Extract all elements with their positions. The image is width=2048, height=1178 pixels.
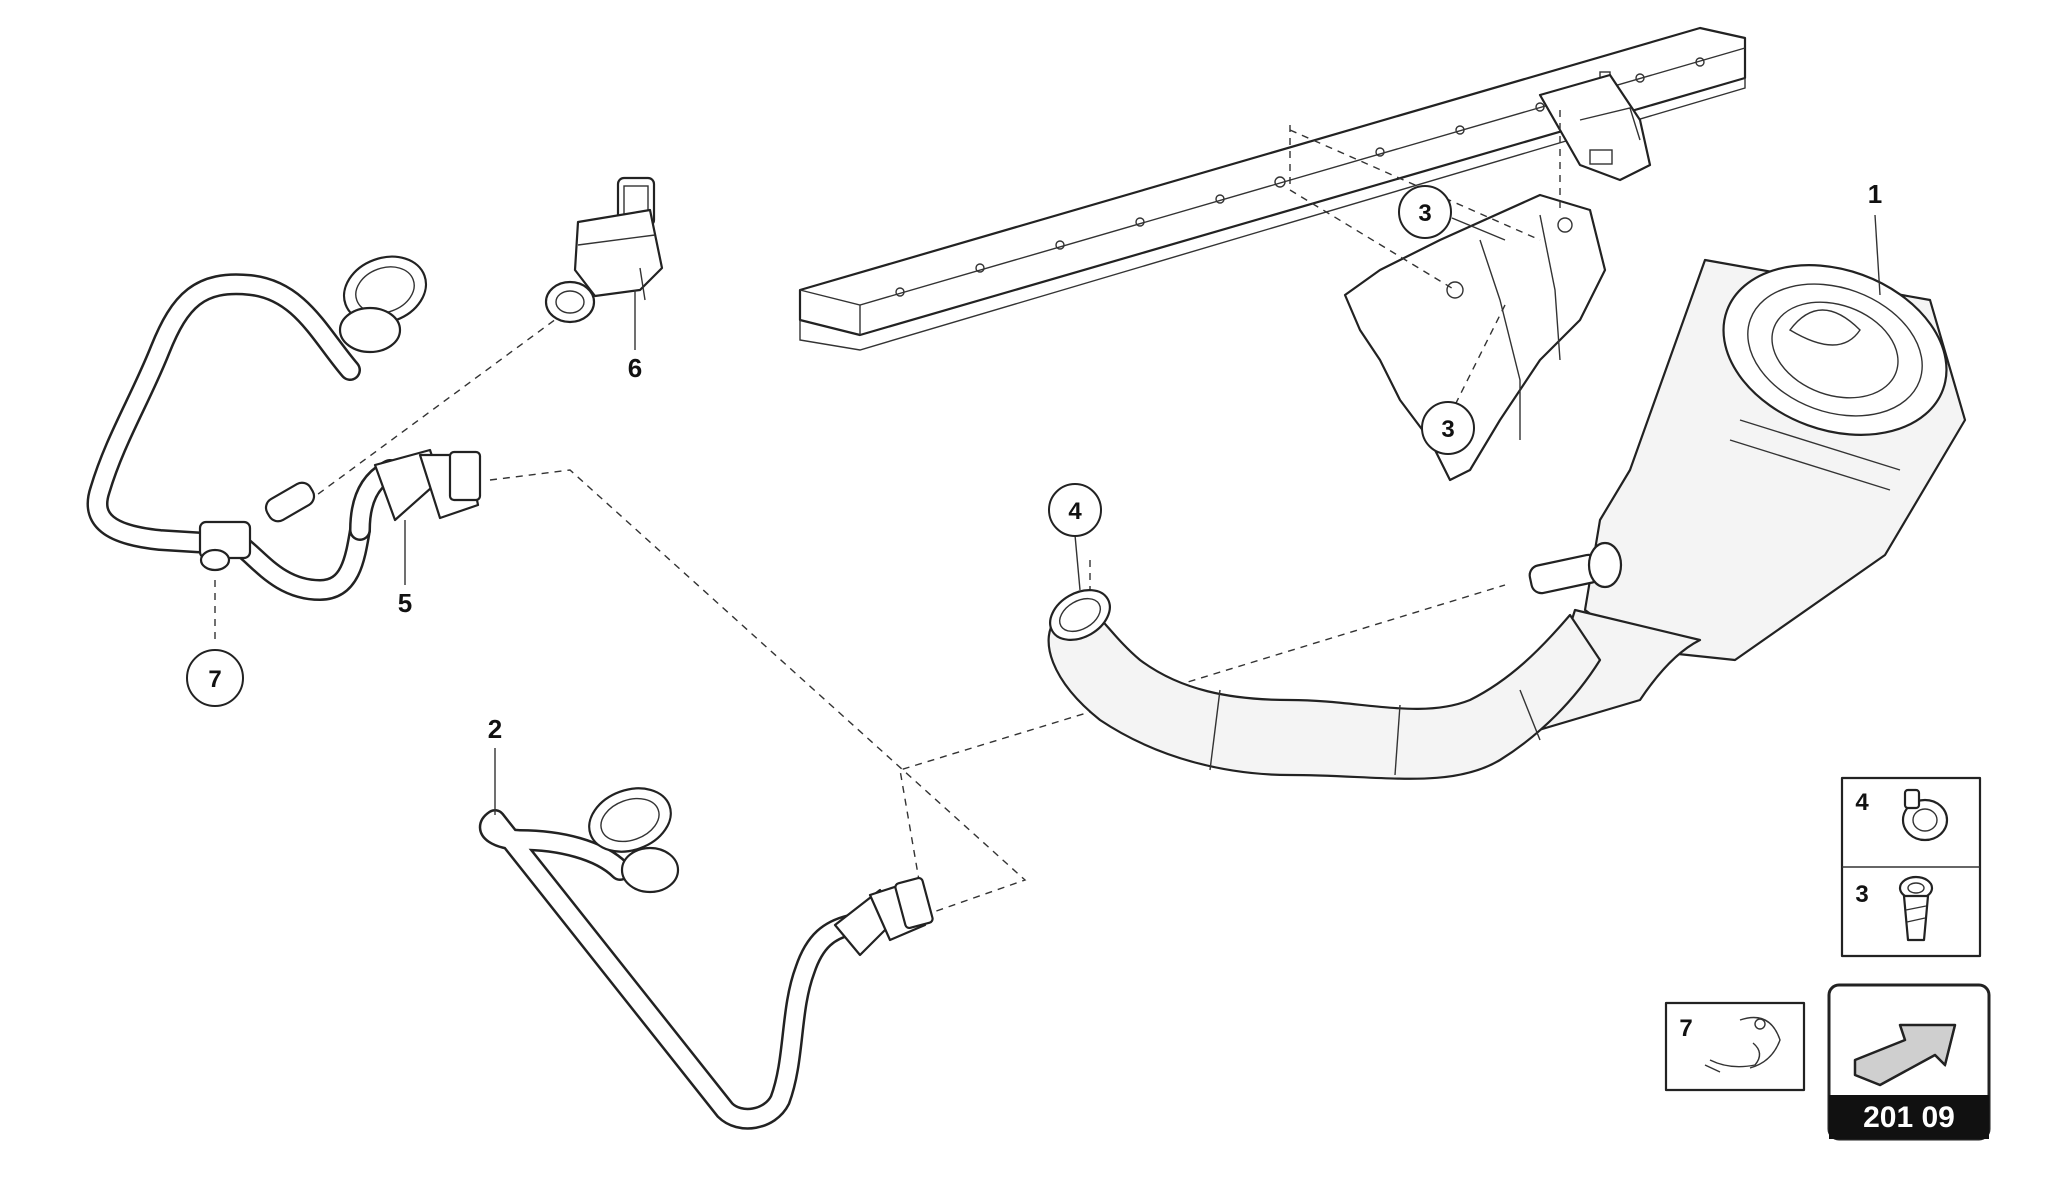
svg-text:6: 6	[628, 353, 642, 383]
svg-text:7: 7	[1679, 1015, 1692, 1042]
svg-text:5: 5	[398, 588, 412, 618]
svg-text:3: 3	[1418, 200, 1431, 227]
purge-valve	[544, 176, 664, 324]
chassis-crossmember	[798, 26, 1747, 351]
svg-text:3: 3	[1855, 881, 1868, 908]
callout-1: 1	[1868, 179, 1882, 296]
svg-text:1: 1	[1868, 179, 1882, 209]
legend-hardware: 4 3	[1840, 776, 1982, 958]
screw-icon	[1898, 875, 1934, 942]
svg-text:4: 4	[1068, 498, 1082, 525]
callout-5: 5	[398, 520, 412, 618]
callout-6: 6	[628, 290, 642, 383]
hose-clamp-icon	[1901, 788, 1949, 842]
filler-bracket	[1343, 193, 1607, 482]
next-page-badge[interactable]: 201 09	[1827, 983, 1991, 1141]
svg-text:7: 7	[208, 666, 221, 693]
callout-2: 2	[488, 714, 502, 815]
legend-clip: 7	[1664, 1001, 1806, 1092]
svg-text:2: 2	[488, 714, 502, 744]
leader-lines	[214, 110, 1561, 916]
callout-3b: 3	[1421, 401, 1475, 455]
hose-clip-icon	[1704, 1016, 1781, 1073]
filler-neck	[1503, 258, 1967, 742]
callout-4: 4	[1048, 483, 1102, 591]
vent-hose-assembly	[86, 255, 482, 601]
callout-3a: 3	[1398, 185, 1506, 241]
svg-text:3: 3	[1441, 416, 1454, 443]
filler-hose	[1047, 589, 1602, 780]
callout-7: 7	[186, 649, 244, 707]
page-number: 201 09	[1863, 1101, 1955, 1134]
svg-text:4: 4	[1855, 789, 1869, 816]
vent-hose-lower	[478, 787, 934, 1130]
